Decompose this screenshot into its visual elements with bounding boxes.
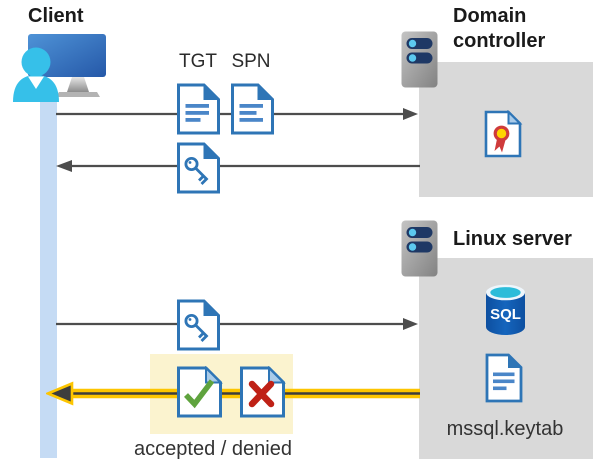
client-device-icon [13, 34, 106, 102]
check-document-icon [177, 366, 223, 418]
linux-server-server-icon [401, 220, 438, 277]
sql-badge-text: SQL [490, 306, 521, 323]
key-document-icon [177, 142, 220, 194]
result-label: accepted / denied [134, 438, 292, 460]
tgt-document-icon [177, 83, 220, 135]
result-arrow [46, 381, 420, 406]
tgt-label: TGT [179, 51, 217, 72]
linux-server-label: Linux server [453, 228, 572, 250]
spn-document-icon [231, 83, 274, 135]
keytab-label: mssql.keytab [446, 418, 564, 440]
domain-controller-label: Domain controller [453, 5, 546, 52]
sql-database-icon: SQL [486, 284, 525, 335]
client-lifeline [40, 92, 57, 458]
ticket-response-arrow [56, 160, 420, 172]
key-document-icon [177, 299, 220, 351]
cross-document-icon [240, 366, 286, 418]
keytab-document-icon [485, 353, 523, 403]
spn-label: SPN [231, 51, 271, 72]
domain-controller-server-icon [401, 31, 438, 88]
certificate-document-icon [484, 110, 523, 158]
client-label: Client [28, 5, 84, 27]
service-ticket-arrow [56, 318, 418, 330]
tgt-request-arrow [56, 108, 418, 120]
